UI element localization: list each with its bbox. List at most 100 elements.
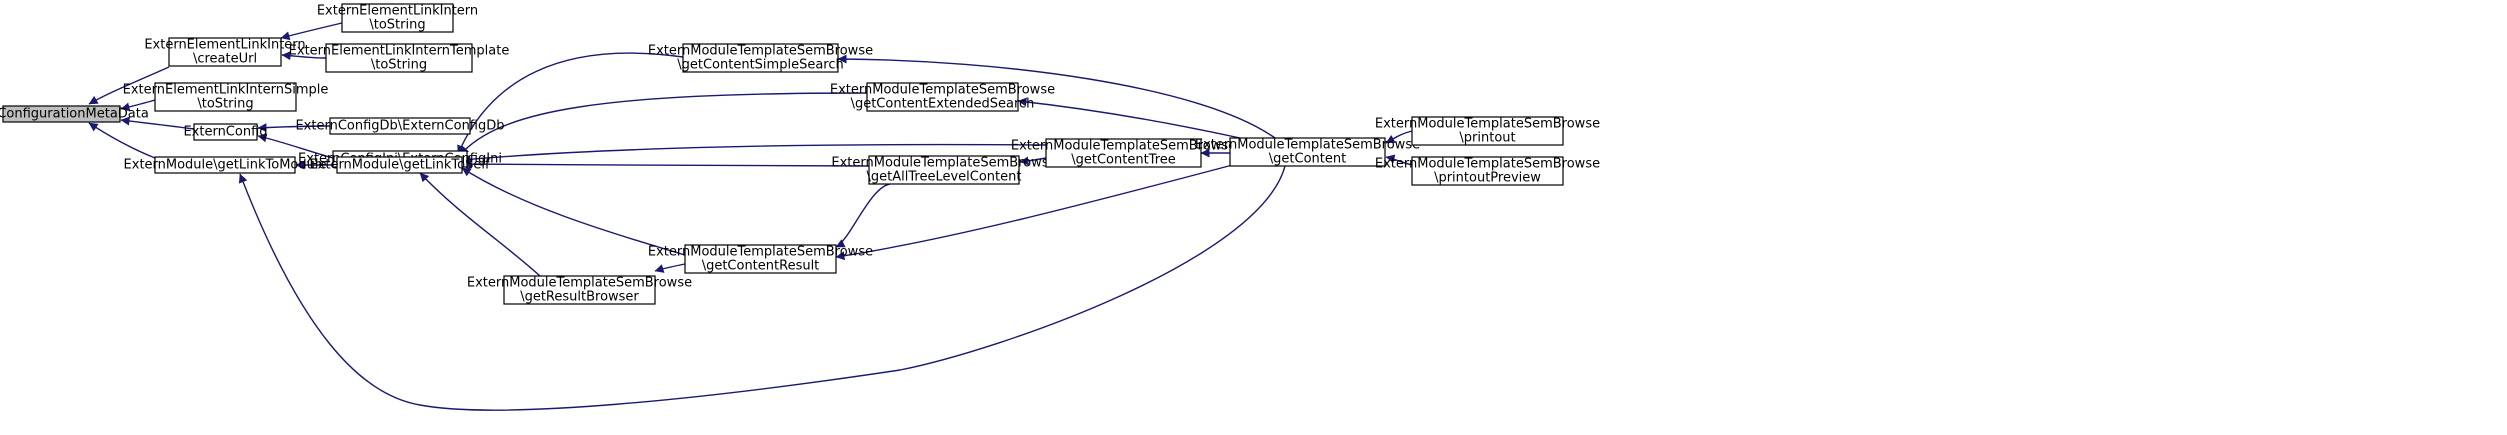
node-box	[868, 155, 1020, 185]
edge-contentresult-to-getresultbrowser	[654, 263, 686, 273]
edge-line	[457, 52, 684, 155]
node-box	[325, 43, 473, 73]
node-printout[interactable]: ExternModuleTemplateSemBrowse\printout	[1375, 116, 1600, 146]
node-getresultbrowser[interactable]: ExternModuleTemplateSemBrowse\getResultB…	[467, 275, 692, 305]
edge-line	[461, 167, 686, 256]
edge-line	[462, 159, 870, 169]
edge-line	[459, 92, 868, 156]
node-box	[1229, 137, 1386, 167]
node-el-simple-tostring[interactable]: ExternElementLinkInternSimple\toString	[123, 82, 329, 112]
edge-getresultbrowser-to-getlinktoself	[419, 172, 541, 277]
edges-layer	[88, 22, 1413, 411]
edge-getcontent-to-getlinktomodule	[238, 165, 1286, 411]
edge-line	[88, 122, 156, 159]
edge-line	[257, 123, 331, 133]
node-label-line: \getContent	[1269, 152, 1346, 167]
node-box	[341, 3, 454, 33]
node-label-line: \toString	[369, 18, 425, 33]
node-label-line: ExternConfig	[183, 125, 267, 140]
edge-configdb-to-externconfig	[257, 123, 331, 133]
node-label-line: \getContentSimpleSearch	[677, 58, 843, 73]
node-simplesearch[interactable]: ExternModuleTemplateSemBrowse\getContent…	[648, 43, 873, 73]
node-getcontent[interactable]: ExternModuleTemplateSemBrowse\getContent	[1195, 137, 1420, 167]
node-label-line: ExternModule\getLinkToSelf	[309, 158, 490, 173]
node-label-line: ExternElementLinkInternSimple	[123, 83, 329, 98]
edge-line	[654, 263, 686, 273]
edge-contenttree-to-getlinktoself	[461, 143, 1047, 164]
node-label-line: ExternModuleTemplateSemBrowse	[648, 44, 873, 59]
node-root[interactable]: GetConfigurationMetaData	[0, 105, 149, 123]
node-box	[154, 156, 296, 174]
node-label-line: ExternModuleTemplateSemBrowse	[1375, 117, 1600, 132]
edge-getcontent-to-contentresult	[835, 162, 1241, 261]
edge-extendedsearch-to-getlinktoself	[459, 92, 868, 156]
node-label-line: \printoutPreview	[1434, 171, 1541, 186]
node-configdb[interactable]: ExternConfigDb\ExternConfigDb	[295, 117, 505, 135]
edge-contentresult-to-getlinktoself	[461, 167, 686, 256]
edge-getcontent-to-extendedsearch	[1017, 97, 1241, 139]
node-box	[1411, 116, 1564, 146]
node-box	[682, 43, 839, 73]
edge-alltreelevel-to-getlinktoself	[462, 159, 870, 169]
node-printoutpreview[interactable]: ExternModuleTemplateSemBrowse\printoutPr…	[1375, 156, 1600, 186]
edge-externconfig-to-root	[120, 116, 195, 130]
node-label-line: ExternModuleTemplateSemBrowse	[830, 83, 1055, 98]
edge-line	[120, 116, 195, 130]
node-el-intern-tostring[interactable]: ExternElementLinkIntern\toString	[317, 3, 478, 33]
node-getlinktoself[interactable]: ExternModule\getLinkToSelf	[309, 156, 490, 174]
node-label-line: ExternModuleTemplateSemBrowse	[831, 156, 1056, 171]
node-label-line: \getContentExtendedSearch	[851, 97, 1035, 112]
node-box	[329, 117, 471, 135]
node-label-line: \toString	[197, 97, 253, 112]
node-label-line: ExternModuleTemplateSemBrowse	[1011, 139, 1236, 154]
node-label-line: ExternModuleTemplateSemBrowse	[1375, 157, 1600, 172]
edge-el_simple_tostring-to-root	[120, 99, 156, 112]
edge-line	[835, 183, 891, 248]
node-contenttree[interactable]: ExternModuleTemplateSemBrowse\getContent…	[1011, 138, 1236, 168]
node-el-template-tostring[interactable]: ExternElementLinkInternTemplate\toString	[289, 43, 510, 73]
node-label-line: ExternConfigDb\ExternConfigDb	[295, 119, 504, 134]
edge-line	[1019, 156, 1047, 166]
edge-el_createurl-to-root	[88, 66, 170, 105]
node-box	[2, 105, 121, 123]
edge-line	[88, 66, 170, 105]
node-label-line: ExternElementLinkIntern	[317, 4, 478, 19]
edge-alltreelevel-to-contentresult	[835, 183, 891, 248]
node-label-line: \printout	[1459, 131, 1515, 146]
node-box	[154, 82, 297, 112]
node-box	[503, 275, 656, 305]
edge-line	[257, 133, 334, 159]
node-box	[866, 82, 1019, 112]
node-box	[168, 37, 282, 67]
node-alltreelevel[interactable]: ExternModuleTemplateSemBrowse\getAllTree…	[831, 155, 1057, 185]
edge-line	[1017, 97, 1241, 139]
node-label-line: \createUrl	[193, 52, 257, 67]
node-label-line: GetConfigurationMetaData	[0, 107, 149, 122]
edge-line	[1385, 154, 1413, 166]
node-label-line: ExternModuleTemplateSemBrowse	[648, 245, 873, 260]
node-label-line: \getResultBrowser	[520, 290, 639, 305]
node-contentresult[interactable]: ExternModuleTemplateSemBrowse\getContent…	[648, 244, 873, 274]
node-extendedsearch[interactable]: ExternModuleTemplateSemBrowse\getContent…	[830, 82, 1055, 112]
node-getlinktomodule[interactable]: ExternModule\getLinkToModule	[124, 156, 327, 174]
node-el-createurl[interactable]: ExternElementLinkIntern\createUrl	[144, 37, 306, 67]
edge-getlinktomodule-to-root	[88, 122, 156, 159]
edge-el_template_tostring-to-el_createurl	[281, 51, 327, 61]
node-label-line: \getContentResult	[702, 259, 820, 274]
node-label-line: ExternModuleTemplateSemBrowse	[467, 276, 692, 291]
edge-line	[238, 165, 1286, 411]
node-label-line: \getContentTree	[1071, 153, 1176, 168]
node-box	[1045, 138, 1202, 168]
node-label-line: ExternElementLinkIntern	[144, 38, 305, 53]
edge-simplesearch-to-getlinktoself	[457, 52, 684, 155]
node-label-line: ExternModuleTemplateSemBrowse	[1195, 138, 1420, 153]
node-box	[193, 123, 258, 141]
node-label-line: ExternElementLinkInternTemplate	[289, 44, 510, 59]
edge-line	[280, 22, 343, 41]
node-label-line: ExternModule\getLinkToModule	[124, 158, 327, 173]
node-externconfig[interactable]: ExternConfig	[183, 123, 268, 141]
edge-line	[835, 162, 1241, 261]
node-box	[1411, 156, 1564, 186]
edge-line	[120, 99, 156, 112]
edge-configini-to-externconfig	[257, 133, 334, 159]
